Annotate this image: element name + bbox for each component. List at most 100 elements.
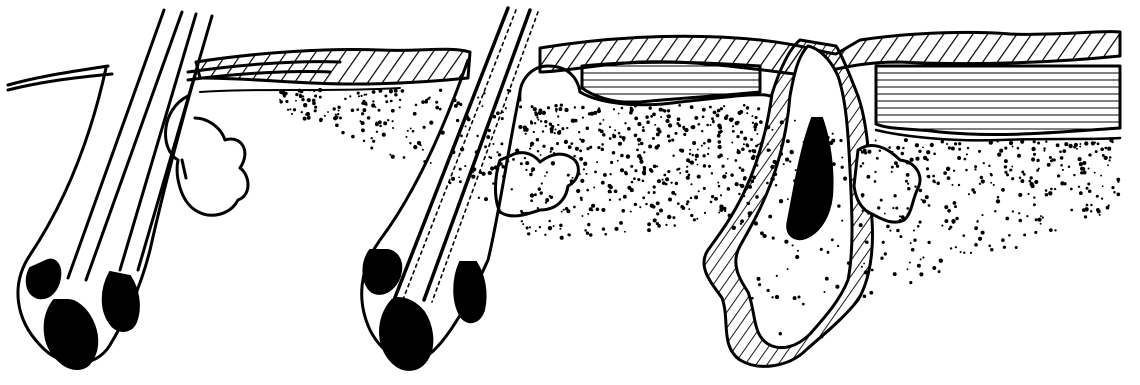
stipple-dot — [1050, 188, 1053, 191]
stipple-dot — [314, 94, 317, 97]
stipple-dot — [936, 182, 940, 186]
stipple-dot — [601, 143, 604, 146]
stipple-dot — [801, 151, 805, 155]
stipple-dot — [884, 252, 887, 255]
stipple-dot — [610, 191, 612, 193]
stipple-dot — [578, 131, 580, 133]
stipple-dot — [743, 177, 746, 180]
stipple-dot — [309, 90, 311, 92]
stipple-dot — [665, 224, 667, 226]
stipple-dot — [645, 115, 649, 119]
stipple-dot — [812, 220, 815, 223]
stipple-dot — [746, 106, 749, 109]
stipple-dot — [905, 180, 908, 183]
stipple-dot — [553, 225, 555, 227]
stipple-dot — [915, 157, 919, 161]
stipple-dot — [560, 236, 564, 240]
stipple-dot — [1082, 161, 1086, 165]
stipple-dot — [809, 224, 813, 228]
stipple-dot — [837, 245, 839, 247]
stipple-dot — [662, 179, 664, 181]
stipple-dot — [566, 209, 570, 213]
stipple-dot — [586, 189, 589, 192]
stipple-dot — [602, 119, 604, 121]
stipple-dot — [1043, 150, 1045, 152]
stipple-dot — [535, 113, 539, 117]
stipple-dot — [535, 230, 537, 232]
stipple-dot — [583, 168, 585, 170]
stipple-dot — [826, 161, 830, 165]
stipple-dot — [686, 158, 690, 162]
stipple-dot — [948, 228, 950, 230]
stipple-dot — [589, 233, 593, 237]
stipple-dot — [1064, 142, 1068, 146]
stipple-dot — [596, 208, 600, 212]
stipple-dot — [593, 187, 595, 189]
stipple-dot — [861, 266, 863, 268]
stipple-dot — [797, 250, 799, 252]
stipple-dot — [740, 223, 742, 225]
stipple-dot — [695, 154, 699, 158]
stipple-dot — [738, 193, 740, 195]
stipple-dot — [865, 241, 868, 244]
stipple-dot — [545, 125, 547, 127]
stipple-dot — [951, 219, 955, 223]
stipple-dot — [1045, 193, 1049, 197]
stipple-dot — [675, 182, 679, 186]
stipple-dot — [1079, 143, 1081, 145]
stipple-dot — [678, 104, 681, 107]
stipple-dot — [824, 198, 827, 201]
stipple-dot — [573, 155, 576, 158]
stipple-dot — [827, 251, 830, 254]
stipple-dot — [622, 136, 626, 140]
stipple-dot — [756, 164, 759, 167]
stipple-dot — [365, 104, 367, 106]
stipple-dot — [600, 129, 604, 133]
stipple-dot — [896, 165, 899, 168]
stipple-dot — [371, 137, 373, 139]
stipple-dot — [538, 187, 541, 190]
stipple-dot — [882, 241, 885, 244]
stipple-dot — [1038, 218, 1042, 222]
stipple-dot — [832, 162, 836, 166]
stipple-dot — [795, 169, 797, 171]
stipple-dot — [680, 149, 684, 153]
stipple-dot — [677, 117, 681, 121]
stipple-dot — [555, 129, 557, 131]
stipple-dot — [367, 116, 371, 120]
stipple-dot — [751, 297, 754, 300]
stipple-dot — [775, 295, 779, 299]
stipple-dot — [520, 210, 523, 213]
stipple-dot — [1033, 140, 1036, 143]
follicle-bulb-black — [45, 300, 98, 369]
stipple-dot — [580, 179, 584, 183]
stipple-dot — [630, 165, 633, 168]
stipple-dot — [303, 103, 307, 107]
stipple-dot — [574, 119, 578, 123]
stipple-dot — [798, 296, 801, 299]
stipple-dot — [989, 140, 993, 144]
stipple-dot — [630, 188, 634, 192]
stipple-dot — [634, 116, 638, 120]
stipple-dot — [1034, 180, 1038, 184]
stipple-dot — [403, 156, 406, 159]
stipple-dot — [837, 204, 840, 207]
stipple-dot — [910, 242, 912, 244]
stipple-dot — [456, 119, 459, 122]
stipple-dot — [618, 132, 621, 135]
stipple-dot — [690, 183, 692, 185]
stipple-dot — [952, 184, 954, 186]
stipple-dot — [560, 103, 563, 106]
stipple-dot — [650, 169, 653, 172]
stipple-dot — [479, 171, 482, 174]
stipple-dot — [1104, 147, 1107, 150]
stipple-dot — [752, 155, 755, 158]
stipple-dot — [735, 182, 739, 186]
stipple-dot — [299, 94, 303, 98]
stipple-dot — [907, 187, 910, 190]
stipple-dot — [697, 164, 699, 166]
stipple-dot — [688, 174, 691, 177]
stipple-dot — [966, 153, 968, 155]
stipple-dot — [913, 238, 916, 241]
